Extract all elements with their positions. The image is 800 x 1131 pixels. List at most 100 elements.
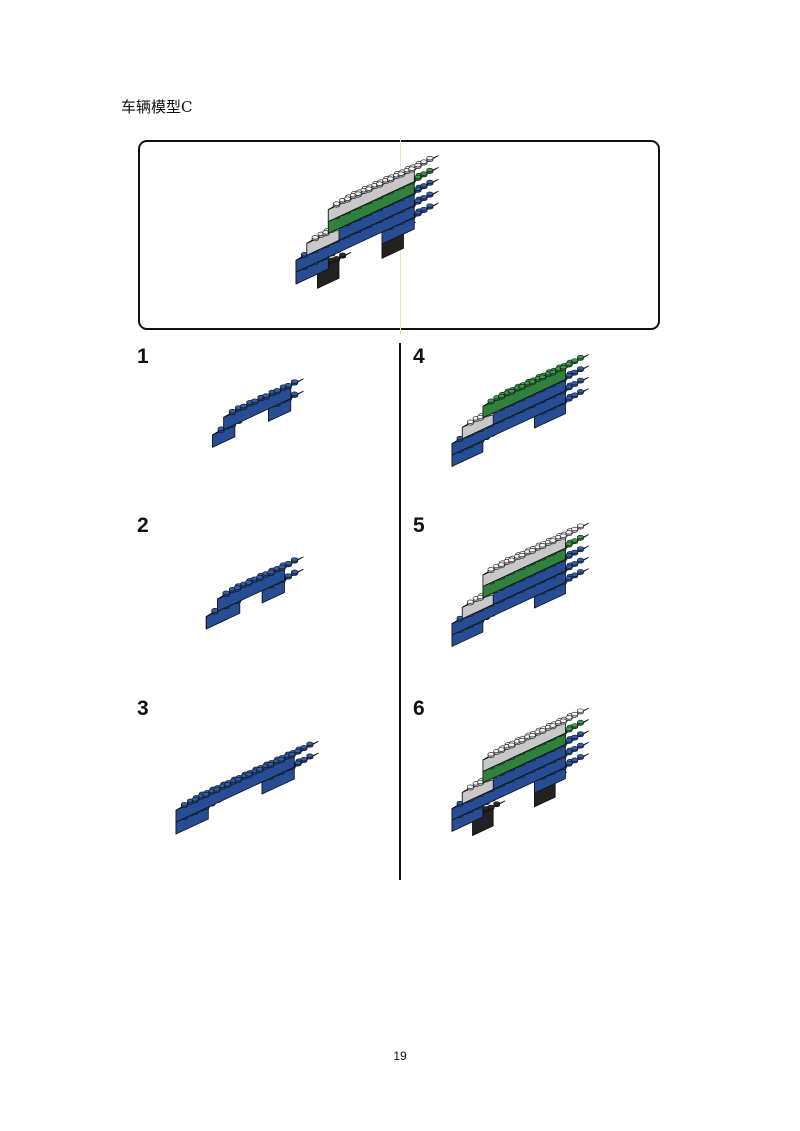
brick-front-face <box>175 754 295 823</box>
stud <box>518 384 526 389</box>
step-2-illustration <box>205 556 304 630</box>
stud <box>426 191 434 196</box>
stud <box>559 533 567 538</box>
stud <box>290 569 299 575</box>
stud <box>508 557 515 562</box>
stud <box>571 369 579 374</box>
stud <box>487 398 495 403</box>
stud <box>333 256 341 261</box>
stud <box>571 757 579 762</box>
stud <box>577 719 584 725</box>
stud <box>549 538 557 543</box>
stud <box>571 572 579 577</box>
stud <box>300 745 308 750</box>
stud <box>284 560 292 566</box>
stud <box>497 393 505 398</box>
stud <box>420 183 428 188</box>
stud <box>333 201 341 206</box>
stud <box>539 728 546 733</box>
stud <box>565 575 573 581</box>
page-title: 车辆模型C <box>121 98 193 116</box>
step-number-3: 3 <box>137 697 149 720</box>
stud <box>420 171 428 176</box>
stud <box>306 753 314 758</box>
stud <box>339 252 347 257</box>
stud <box>365 186 373 191</box>
stud <box>277 757 285 762</box>
stud <box>565 541 573 546</box>
stud <box>528 733 536 738</box>
stud <box>290 391 299 397</box>
stud <box>571 711 579 717</box>
stud <box>565 384 573 389</box>
stud <box>565 553 573 558</box>
stud <box>577 546 584 551</box>
stud <box>565 373 573 378</box>
stud <box>539 543 546 548</box>
stud <box>180 802 188 807</box>
step-4-illustration <box>451 354 589 467</box>
stud <box>577 742 584 747</box>
step-number-6: 6 <box>413 697 425 720</box>
stud <box>518 552 526 557</box>
stud <box>571 392 579 397</box>
stud <box>408 166 416 171</box>
stud <box>508 742 515 747</box>
step-number-5: 5 <box>413 514 425 537</box>
stud <box>565 530 573 535</box>
step-5-illustration <box>451 522 589 647</box>
stud <box>577 557 584 562</box>
stud <box>222 590 230 596</box>
stud <box>239 403 248 409</box>
stud <box>311 235 319 240</box>
stud <box>497 562 505 567</box>
stud <box>466 784 474 789</box>
stud <box>284 382 292 388</box>
stud <box>202 792 210 797</box>
stud <box>414 174 422 180</box>
stud <box>565 361 573 366</box>
stud <box>577 708 584 713</box>
step-number-1: 1 <box>137 345 149 368</box>
stud <box>571 358 579 363</box>
step-3-illustration <box>175 740 319 835</box>
stud <box>414 210 422 215</box>
stud <box>290 379 299 384</box>
stud <box>565 564 573 569</box>
stud <box>234 777 242 782</box>
stud <box>487 804 495 809</box>
stud <box>565 715 573 720</box>
step-number-2: 2 <box>137 514 149 537</box>
stud <box>300 757 308 762</box>
stud <box>549 369 557 374</box>
stud <box>290 557 299 562</box>
stud <box>213 787 221 792</box>
stud <box>497 747 505 752</box>
stud <box>294 748 302 753</box>
stud <box>294 760 302 765</box>
stud <box>256 575 264 580</box>
stud <box>256 767 264 772</box>
stud <box>577 377 584 382</box>
stud <box>565 726 573 731</box>
stud <box>577 569 584 574</box>
stud <box>426 179 434 185</box>
stud <box>528 379 536 384</box>
stud <box>565 749 573 754</box>
stud <box>493 801 501 806</box>
stud <box>288 752 296 757</box>
stud <box>306 741 314 746</box>
stud <box>223 782 231 787</box>
stud <box>386 176 394 181</box>
stud <box>577 754 584 759</box>
stud <box>487 567 495 572</box>
stud <box>571 723 579 728</box>
stud <box>539 374 546 379</box>
stud <box>245 772 253 777</box>
stud <box>508 389 515 394</box>
stud <box>420 207 428 212</box>
stud <box>354 191 362 196</box>
stud <box>565 738 573 743</box>
stud <box>571 561 579 566</box>
stud <box>228 408 237 414</box>
